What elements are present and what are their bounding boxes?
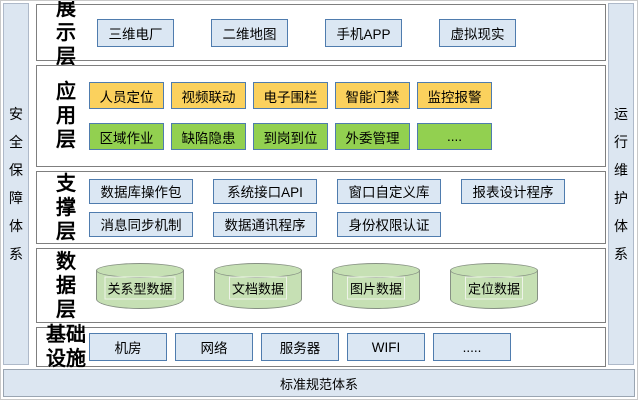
diagram-box: 虚拟现实 xyxy=(439,18,516,47)
diagram-box: 电子围栏 xyxy=(253,82,328,109)
layer-row: 人员定位视频联动电子围栏智能门禁监控报警 xyxy=(89,82,605,109)
database-cylinder: 关系型数据 xyxy=(96,262,184,309)
diagram-box: 人员定位 xyxy=(89,82,164,109)
cylinder-top-ellipse xyxy=(96,262,184,278)
cylinder-label: 图片数据 xyxy=(346,276,406,300)
diagram-box: WIFI xyxy=(347,333,425,361)
diagram-box: 服务器 xyxy=(261,333,339,361)
diagram-box: 机房 xyxy=(89,333,167,361)
left-pillar-label: 安全保障体系 xyxy=(9,106,23,262)
layer-label: 支撑层 xyxy=(56,172,76,243)
diagram-box: 数据库操作包 xyxy=(89,178,193,204)
layer-row: 区域作业缺陷隐患到岗到位外委管理.... xyxy=(89,123,605,150)
cylinder-top-ellipse xyxy=(214,262,302,278)
diagram-box: 区域作业 xyxy=(89,123,164,150)
bottom-pillar-bar: 标准规范体系 xyxy=(3,369,635,397)
layer-content: 机房网络服务器 WIFI..... xyxy=(89,333,605,361)
database-cylinder: 图片数据 xyxy=(332,262,420,309)
layer-infrastructure: 基础设施机房网络服务器 WIFI..... xyxy=(36,324,606,370)
layer-row: 数据库操作包系统接口API 窗口自定义库报表设计程序 xyxy=(89,178,605,204)
layer-content: 三维电厂 二维地图 手机APP 虚拟现实 xyxy=(89,18,605,47)
diagram-box: ..... xyxy=(433,333,511,361)
layer-row: 机房网络服务器 WIFI..... xyxy=(89,333,605,361)
layer-content: 人员定位视频联动电子围栏智能门禁监控报警区域作业缺陷隐患到岗到位外委管理.... xyxy=(89,82,605,150)
layer-application: 应用层人员定位视频联动电子围栏智能门禁监控报警区域作业缺陷隐患到岗到位外委管理.… xyxy=(36,65,606,167)
diagram-box: 数据通讯程序 xyxy=(213,211,317,237)
diagram-box: 身份权限认证 xyxy=(337,211,441,237)
cylinder-label: 定位数据 xyxy=(464,276,524,300)
diagram-box: .... xyxy=(417,123,492,150)
right-pillar-label: 运行维护体系 xyxy=(614,106,628,262)
left-pillar-bar: 安全保障体系 xyxy=(3,3,29,365)
layer-content: 关系型数据 文档数据 图片数据 定位数据 xyxy=(89,262,605,309)
cylinder-label: 文档数据 xyxy=(228,276,288,300)
diagram-box: 三维电厂 xyxy=(97,18,174,47)
layer-presentation: 展示层 三维电厂 二维地图 手机APP 虚拟现实 xyxy=(36,1,606,68)
right-pillar-bar: 运行维护体系 xyxy=(608,3,634,365)
bottom-pillar-label: 标准规范体系 xyxy=(279,376,358,392)
diagram-box: 外委管理 xyxy=(335,123,410,150)
diagram-box: 二维地图 xyxy=(211,18,288,47)
layer-label: 应用层 xyxy=(56,81,76,151)
diagram-box: 窗口自定义库 xyxy=(337,178,441,204)
layer-label: 基础设施 xyxy=(46,324,86,370)
diagram-box: 缺陷隐患 xyxy=(171,123,246,150)
diagram-box: 报表设计程序 xyxy=(461,178,565,204)
diagram-box: 网络 xyxy=(175,333,253,361)
layer-row: 三维电厂 二维地图 手机APP 虚拟现实 xyxy=(97,18,605,47)
database-cylinder: 文档数据 xyxy=(214,262,302,309)
diagram-box: 智能门禁 xyxy=(335,82,410,109)
database-cylinder: 定位数据 xyxy=(450,262,538,309)
diagram-box: 消息同步机制 xyxy=(89,211,193,237)
diagram-box: 视频联动 xyxy=(171,82,246,109)
layer-row: 消息同步机制数据通讯程序身份权限认证 xyxy=(89,211,605,237)
layer-support: 支撑层数据库操作包系统接口API 窗口自定义库报表设计程序消息同步机制数据通讯程序… xyxy=(36,171,606,244)
diagram-box: 手机APP xyxy=(325,18,402,47)
layer-row: 关系型数据 文档数据 图片数据 定位数据 xyxy=(96,262,605,309)
cylinder-top-ellipse xyxy=(332,262,420,278)
layer-data: 数据层 关系型数据 文档数据 图片数据 定位数据 xyxy=(36,248,606,323)
layer-label: 数据层 xyxy=(56,250,76,321)
cylinder-label: 关系型数据 xyxy=(104,276,176,300)
diagram-box: 系统接口API xyxy=(213,178,317,204)
layer-content: 数据库操作包系统接口API 窗口自定义库报表设计程序消息同步机制数据通讯程序身份权… xyxy=(89,178,605,237)
layer-label: 展示层 xyxy=(56,0,76,68)
cylinder-top-ellipse xyxy=(450,262,538,278)
diagram-box: 监控报警 xyxy=(417,82,492,109)
diagram-box: 到岗到位 xyxy=(253,123,328,150)
